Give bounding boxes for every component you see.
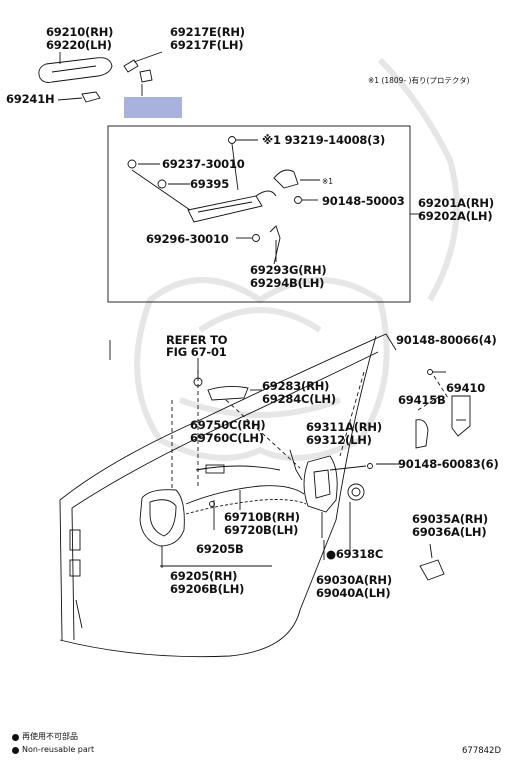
label-69283: 69283(RH): [262, 379, 330, 393]
label-69296: 69296-30010: [146, 232, 229, 246]
label-69395: 69395: [190, 177, 230, 191]
label-69220: 69220(LH): [46, 38, 112, 52]
legend-jp-text: 再使用不可部品: [22, 732, 78, 741]
figure-code: 677842D: [462, 746, 501, 756]
label-69206b: 69206B(LH): [170, 582, 245, 596]
label-69217f: 69217F(LH): [170, 38, 244, 52]
label-69201a: 69201A(RH): [418, 196, 494, 210]
legend-jp: 再使用不可部品: [12, 732, 78, 742]
label-90148-80066: 90148-80066(4): [396, 333, 497, 347]
label-90148-50003: 90148-50003: [322, 194, 405, 208]
label-69750c: 69750C(RH): [190, 418, 266, 432]
label-69035a: 69035A(RH): [412, 512, 488, 526]
cables: [185, 385, 307, 530]
label-69040a: 69040A(LH): [316, 586, 391, 600]
label-69311a: 69311A(RH): [306, 420, 382, 434]
handle-cap: [123, 51, 163, 96]
label-69030a: 69030A(RH): [316, 573, 392, 587]
label-69318c: ●69318C: [326, 547, 384, 561]
note-top: ※1 (1809- )有り(プロテクタ): [368, 76, 470, 85]
label-69210: 69210(RH): [46, 25, 114, 39]
label-69415b: 69415B: [398, 393, 446, 407]
label-69760c: 69760C(LH): [190, 431, 264, 445]
label-69237: 69237-30010: [162, 157, 245, 171]
label-69294b: 69294B(LH): [250, 276, 325, 290]
leader-lines: [171, 370, 449, 490]
refer-line-2: FIG 67-01: [166, 345, 227, 359]
label-69720b: 69720B(LH): [224, 523, 299, 537]
label-69205b: 69205B: [196, 542, 244, 556]
highlight-box: [124, 97, 182, 118]
label-69293g: 69293G(RH): [250, 263, 327, 277]
door-lock: [303, 455, 373, 538]
legend-en: Non-reusable part: [12, 745, 94, 755]
non-reusable-dot-icon: [12, 746, 19, 754]
label-69202a: 69202A(LH): [418, 209, 493, 223]
label-90148-60083: 90148-60083(6): [398, 457, 499, 471]
striker-parts: [415, 369, 471, 581]
inside-handle: [139, 489, 185, 568]
outside-handle: [38, 52, 113, 83]
label-69410: 69410: [446, 381, 486, 395]
handle-pad: [57, 91, 101, 103]
label-69241h: 69241H: [6, 92, 55, 106]
solid-leaders: [160, 358, 400, 567]
door-outline: [59, 333, 397, 658]
non-reusable-dot-icon: [12, 733, 19, 741]
label-69312: 69312(LH): [306, 433, 372, 447]
label-69036a: 69036A(LH): [412, 525, 487, 539]
mark-1: ※1: [322, 177, 334, 186]
watermark-crest: [134, 57, 460, 461]
label-69710b: 69710B(RH): [224, 510, 300, 524]
label-69205: 69205(RH): [170, 569, 238, 583]
label-69217e: 69217E(RH): [170, 25, 245, 39]
refer-line-1: REFER TO: [166, 333, 228, 347]
label-93219: ※1 93219-14008(3): [262, 133, 386, 147]
label-69284c: 69284C(LH): [262, 392, 336, 406]
legend-en-text: Non-reusable part: [22, 745, 95, 754]
lock-rod-assembly: [127, 136, 320, 265]
